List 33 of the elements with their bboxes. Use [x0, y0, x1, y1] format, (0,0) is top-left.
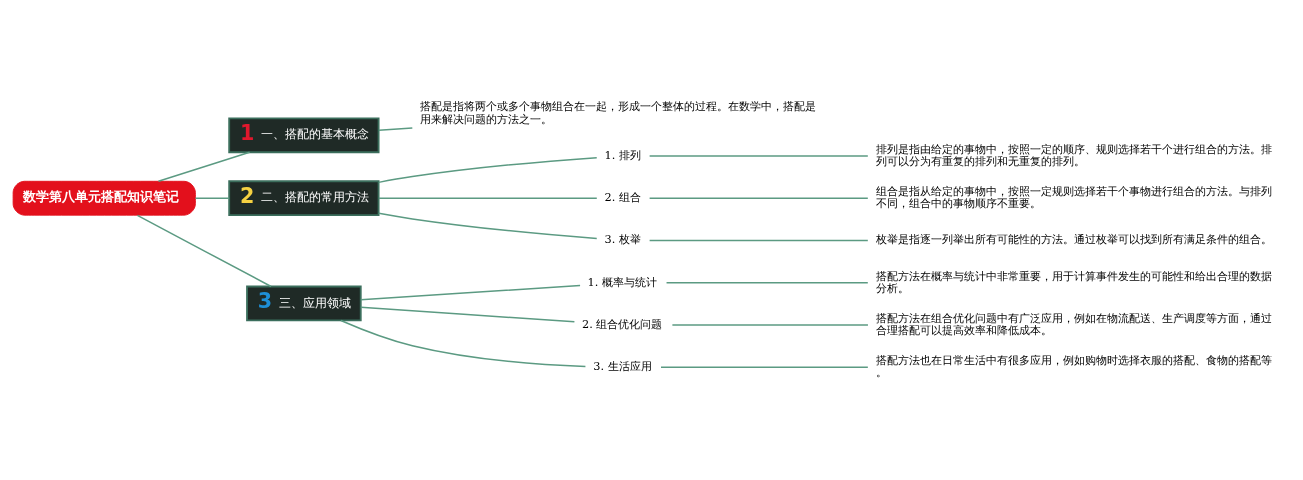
node-text: 搭配方法在概率与统计中非常重要，用于计算事件发生的可能性和给出合理的数据分析。: [875, 269, 1272, 295]
connector: [136, 214, 272, 287]
node-box: 2 二、搭配的常用方法: [228, 179, 380, 216]
node-text: 3. 生活应用: [593, 359, 652, 373]
connector: [378, 212, 598, 239]
connector: [360, 306, 576, 323]
node-text: 2. 组合优化问题: [581, 317, 663, 331]
connector: [194, 196, 230, 199]
connector: [648, 154, 869, 157]
node-text: 1. 排列: [604, 148, 641, 162]
connector: [648, 196, 869, 199]
connector: [378, 196, 598, 199]
connector: [378, 156, 598, 183]
connector: [340, 319, 587, 367]
node-text: 组合是指从给定的事物中，按照一定规则选择若干个事物进行组合的方法。与排列不同，组合中的事物顺序不重要。: [875, 184, 1272, 210]
node-text: 1. 概率与统计: [587, 275, 657, 289]
node-box: 数学第八单元搭配知识笔记: [12, 180, 196, 216]
connector: [360, 284, 581, 301]
node-text: 3. 枚举: [604, 232, 641, 246]
connector: [378, 126, 414, 131]
connector: [665, 281, 869, 284]
connector: [660, 366, 869, 368]
connector: [157, 151, 251, 182]
connector: [671, 323, 869, 326]
node-box: 3 三、应用领域: [246, 285, 362, 321]
node-box: 1 一、搭配的基本概念: [228, 116, 380, 153]
node-text: 2. 组合: [604, 190, 641, 204]
node-text: 枚举是指逐一列举出所有可能性的方法。通过枚举可以找到所有满足条件的组合。: [875, 232, 1272, 246]
node-text: 排列是指由给定的事物中，按照一定的顺序、规则选择若干个进行组合的方法。排列可以分为有重复的排列和无重复的排列。: [875, 142, 1272, 168]
node-text: 搭配方法在组合优化问题中有广泛应用，例如在物流配送、生产调度等方面，通过合理搭配可以提高效率和降低成本。: [875, 311, 1272, 337]
connector: [648, 239, 869, 241]
node-text: 搭配是指将两个或多个事物组合在一起，形成一个整体的过程。在数学中，搭配是用来解决问题的方法之一。: [419, 99, 816, 126]
node-text: 搭配方法也在日常生活中有很多应用，例如购物时选择衣服的搭配、食物的搭配等。: [875, 353, 1272, 379]
